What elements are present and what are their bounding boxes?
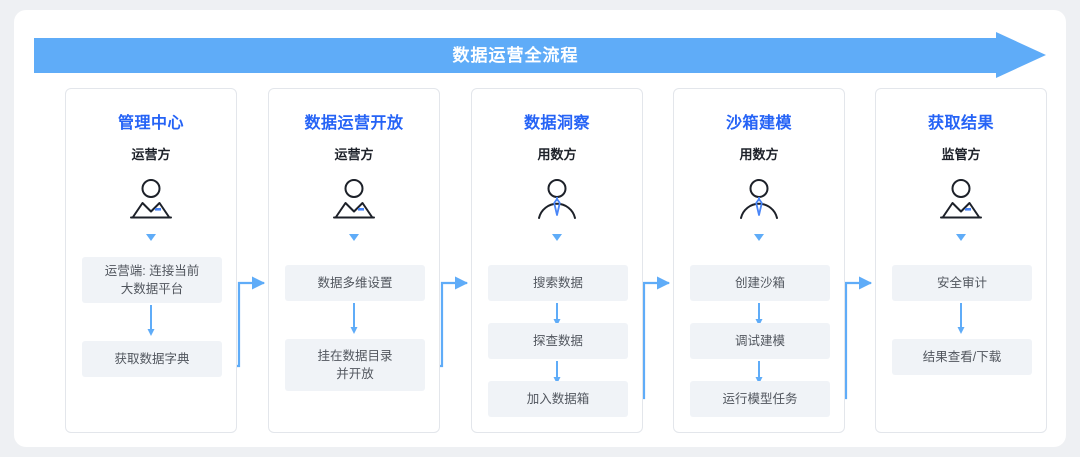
step-line: 运营端: 连接当前 [104,263,200,278]
step-line: 创建沙箱 [734,275,785,290]
stage-title: 数据洞察 [523,115,590,132]
chevron-down-icon [956,229,966,241]
step-box[interactable]: 挂在数据目录 并开放 [285,339,425,391]
banner-title: 数据运营全流程 [452,46,579,65]
down-arrow-icon [552,303,562,327]
stage-role: 运营方 [334,147,374,162]
stage-column-data-operation-open[interactable]: 数据运营开放 运营方 数据多维设置 [268,88,440,433]
step-box[interactable]: 安全审计 [892,265,1032,301]
stage-title: 数据运营开放 [304,115,404,132]
stage-column-data-insight[interactable]: 数据洞察 用数方 搜索数据 [471,88,643,433]
data-user-person-icon [736,177,782,223]
stage-column-sandbox-modeling[interactable]: 沙箱建模 用数方 创建沙箱 [673,88,845,433]
step-box[interactable]: 创建沙箱 [690,265,830,301]
stage-columns: 管理中心 运营方 运营端: 连接当前 大数据平台 [34,88,1047,433]
stage-role: 运营方 [131,147,171,162]
step-box[interactable]: 获取数据字典 [82,341,222,377]
step-line: 运行模型任务 [722,391,798,406]
chevron-down-icon [349,229,359,241]
process-banner: 数据运营全流程 [34,32,1046,78]
down-arrow-icon [552,361,562,385]
step-line: 并开放 [336,367,374,381]
chevron-down-icon [146,229,156,241]
step-box[interactable]: 调试建模 [690,323,830,359]
banner-arrow-head-icon [996,32,1046,78]
down-arrow-icon [349,303,359,335]
data-user-person-icon [534,177,580,223]
banner-bar [34,38,997,73]
step-line: 调试建模 [734,333,785,348]
stage-title: 沙箱建模 [725,115,792,132]
stage-column-get-result[interactable]: 获取结果 监管方 安全审计 [875,88,1047,433]
step-box[interactable]: 数据多维设置 [285,265,425,301]
operator-person-icon [938,177,984,223]
step-line: 探查数据 [532,333,583,348]
flowchart-card: 数据运营全流程 管理中心 运营方 [14,10,1066,447]
operator-person-icon [128,177,174,223]
chevron-down-icon [552,229,562,241]
operator-person-icon [331,177,377,223]
stage-role: 监管方 [941,147,981,162]
step-box[interactable]: 搜索数据 [488,265,628,301]
stage-role: 用数方 [739,147,779,162]
step-line: 挂在数据目录 [317,348,393,363]
down-arrow-icon [754,361,764,385]
step-line: 搜索数据 [532,275,583,290]
step-line: 大数据平台 [120,282,184,296]
step-line: 结果查看/下载 [922,349,1002,364]
stage-title: 管理中心 [117,115,184,132]
step-box[interactable]: 运营端: 连接当前 大数据平台 [82,257,222,303]
step-box[interactable]: 探查数据 [488,323,628,359]
stage-title: 获取结果 [927,115,994,132]
down-arrow-icon [956,303,966,335]
stage-role: 用数方 [537,147,577,162]
step-line: 安全审计 [936,275,987,290]
step-box[interactable]: 结果查看/下载 [892,339,1032,375]
step-line: 加入数据箱 [526,391,590,406]
step-line: 获取数据字典 [114,351,190,366]
stage-column-management-center[interactable]: 管理中心 运营方 运营端: 连接当前 大数据平台 [65,88,237,433]
step-line: 数据多维设置 [317,275,393,290]
step-box[interactable]: 加入数据箱 [488,381,628,417]
down-arrow-icon [754,303,764,327]
down-arrow-icon [146,305,156,337]
step-box[interactable]: 运行模型任务 [690,381,830,417]
chevron-down-icon [754,229,764,241]
